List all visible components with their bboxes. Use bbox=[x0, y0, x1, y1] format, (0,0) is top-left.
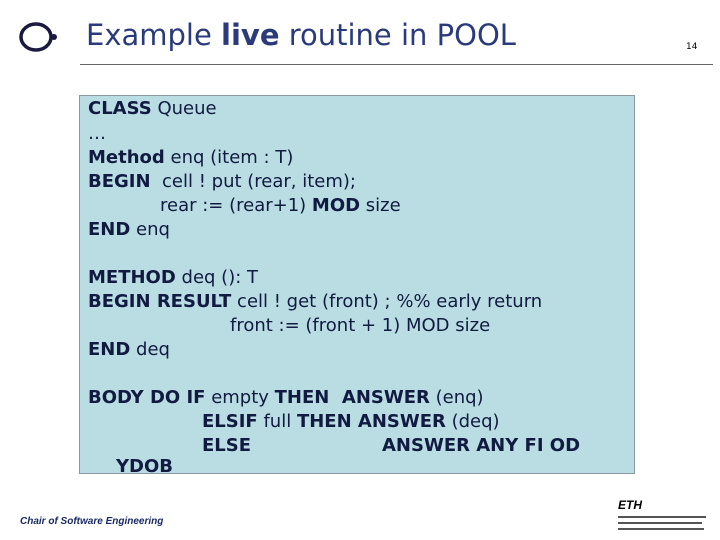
code-line: METHOD deq (): T bbox=[88, 267, 258, 288]
title-divider bbox=[80, 64, 713, 65]
eth-line bbox=[618, 528, 704, 530]
code-line: BEGIN cell ! put (rear, item); bbox=[88, 171, 356, 192]
code-line: CLASS Queue bbox=[88, 98, 217, 119]
code-line: BODY DO IF empty THEN ANSWER (enq) bbox=[88, 387, 484, 408]
code-line: YDOB bbox=[116, 456, 173, 477]
slide-title: Example live routine in POOL bbox=[86, 18, 516, 52]
eth-logo: ETH bbox=[618, 498, 708, 532]
code-line: rear := (rear+1) MOD size bbox=[160, 195, 401, 216]
page-number: 14 bbox=[686, 42, 698, 52]
code-line: ELSE bbox=[202, 435, 252, 456]
code-line: ELSIF full THEN ANSWER (deq) bbox=[202, 411, 500, 432]
eth-wordmark: ETH bbox=[618, 498, 642, 512]
code-line: END enq bbox=[88, 219, 170, 240]
code-line: BEGIN RESULT cell ! get (front) ; %% ear… bbox=[88, 291, 543, 312]
eth-line bbox=[618, 522, 702, 524]
title-post: routine in POOL bbox=[279, 18, 516, 52]
footer-chair: Chair of Software Engineering bbox=[20, 516, 164, 527]
eth-line bbox=[618, 516, 706, 518]
logo-icon bbox=[19, 22, 57, 52]
title-emphasis: live bbox=[221, 18, 280, 52]
code-line: front := (front + 1) MOD size bbox=[230, 315, 491, 336]
code-line: Method enq (item : T) bbox=[88, 147, 294, 168]
code-line: ANSWER ANY FI OD bbox=[382, 435, 581, 456]
code-line: … bbox=[88, 123, 106, 144]
code-box: CLASS Queue … Method enq (item : T) BEGI… bbox=[79, 95, 635, 477]
code-line: END deq bbox=[88, 339, 170, 360]
title-pre: Example bbox=[86, 18, 222, 52]
